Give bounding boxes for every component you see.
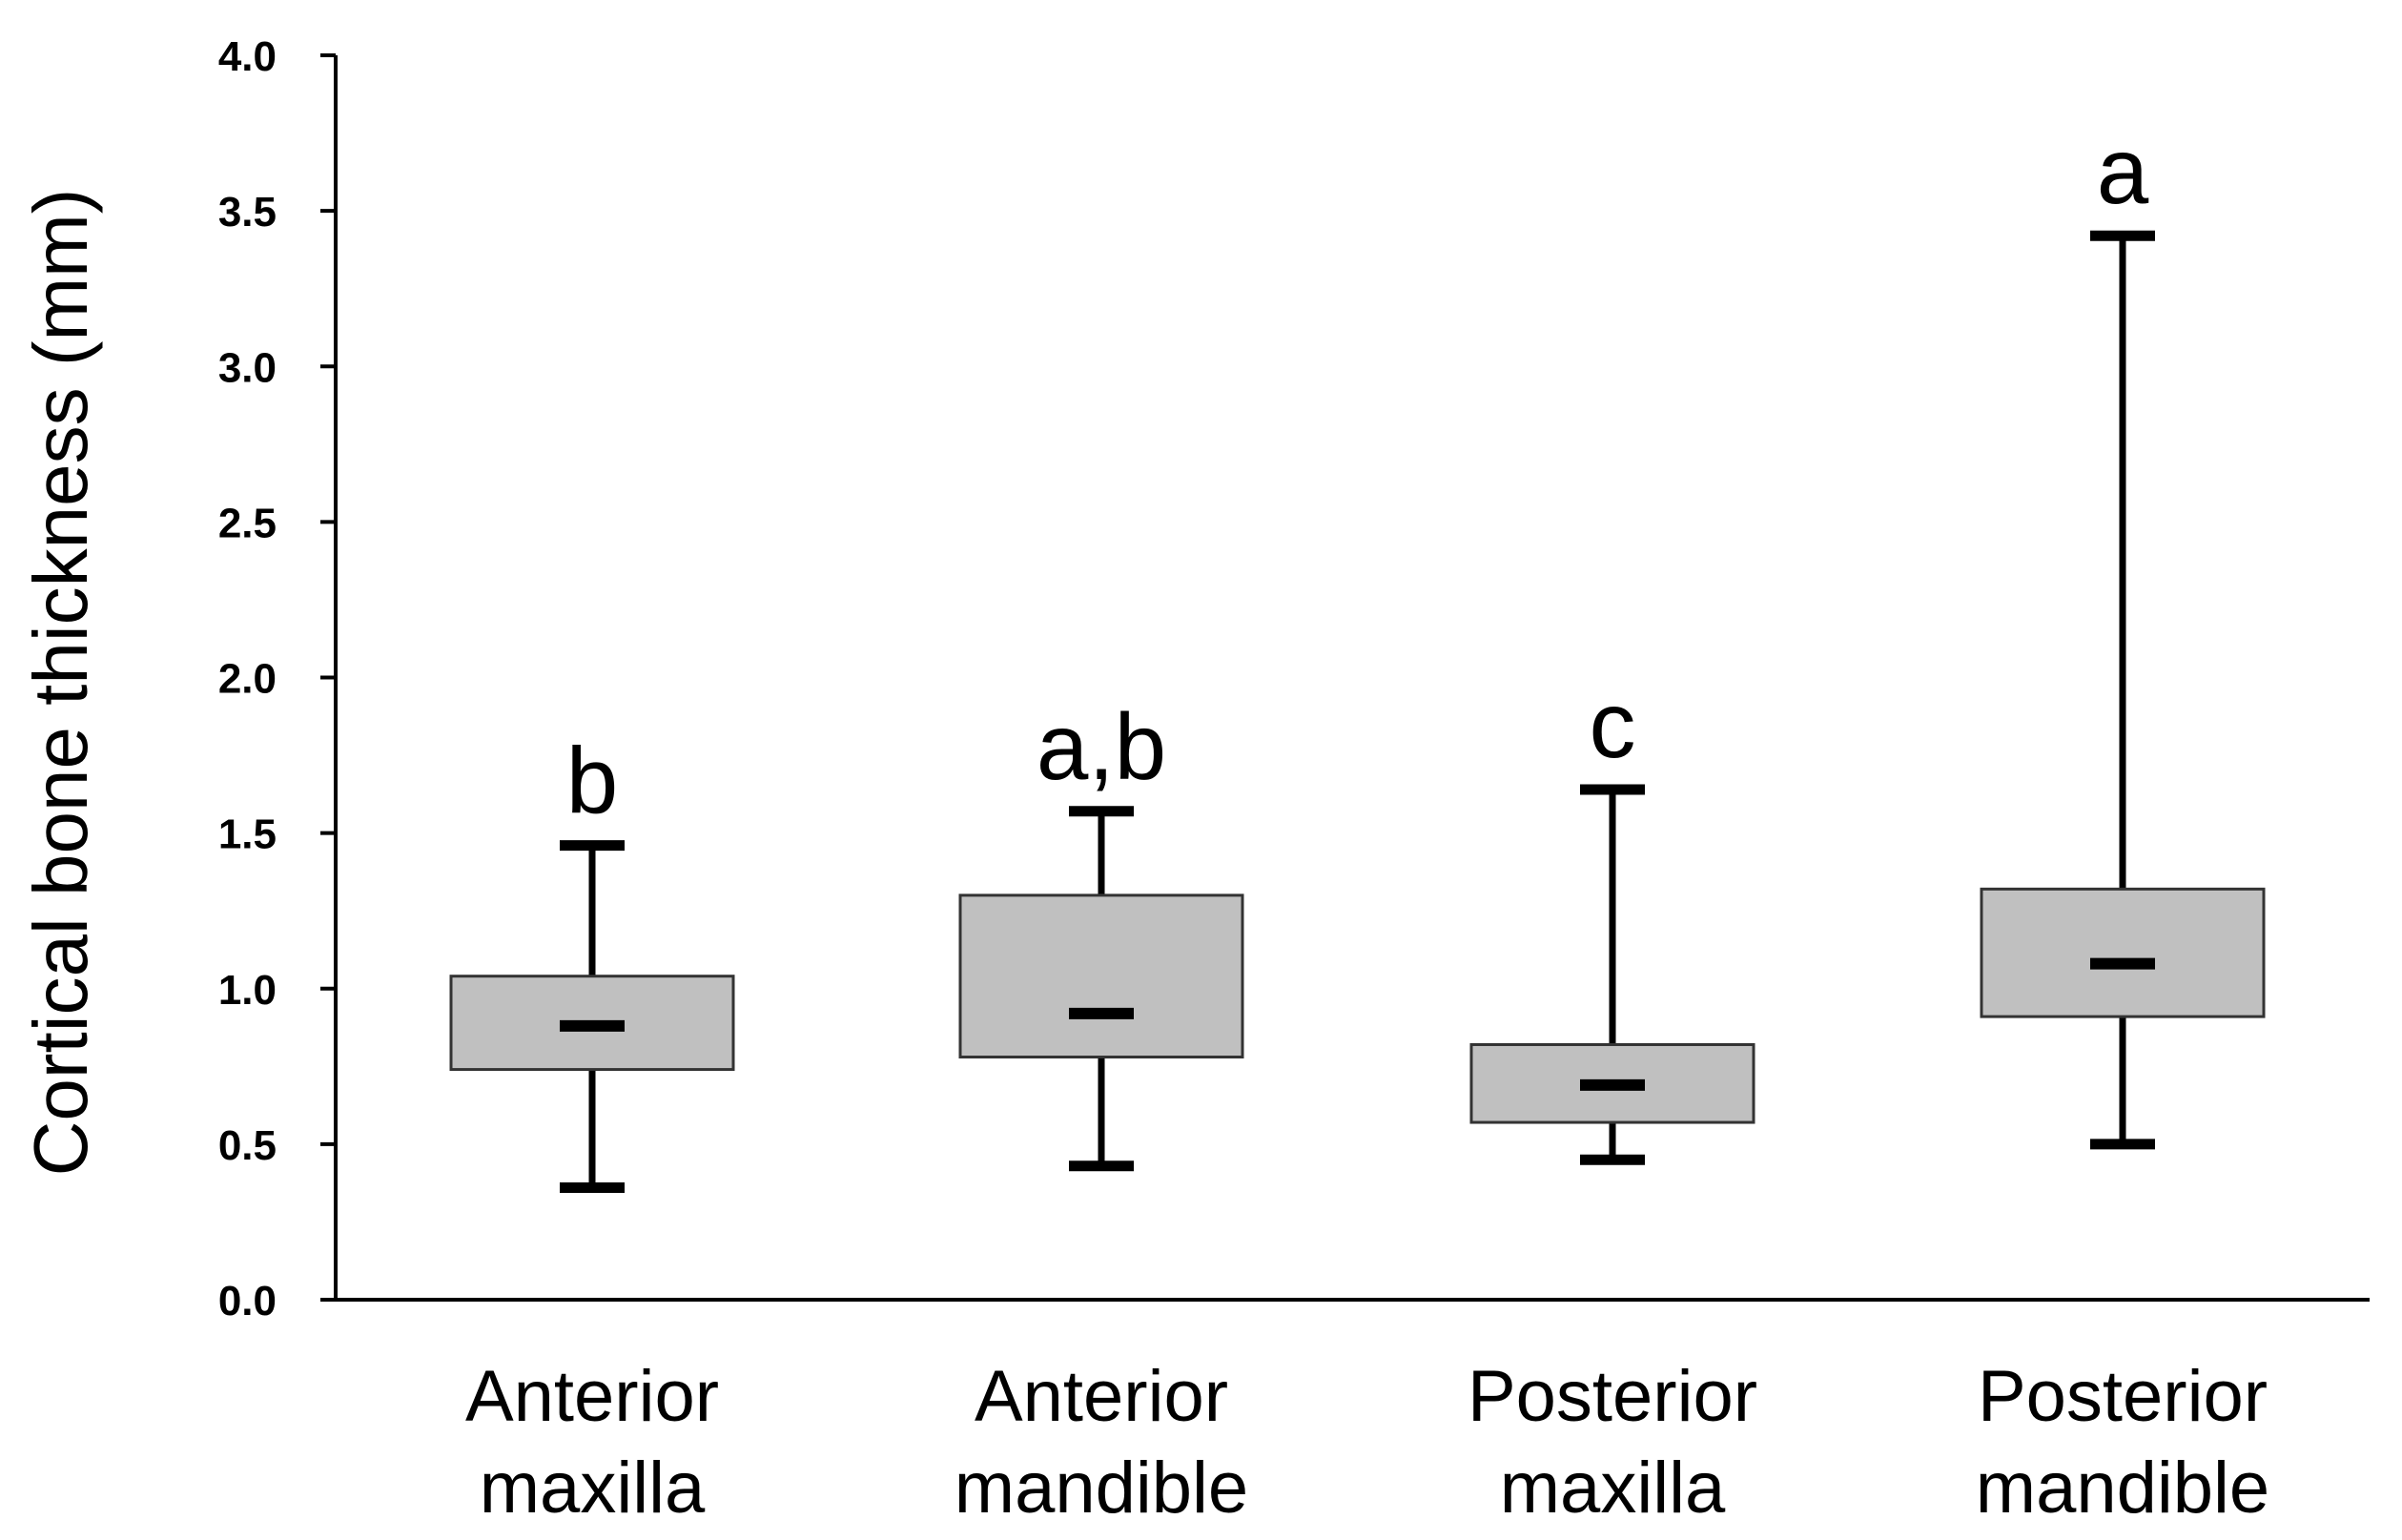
box-plot-item: a — [1980, 118, 2266, 1150]
x-category-labels: Anterior maxilla Anterior mandible Posterior… — [465, 1356, 2269, 1529]
iqr-box — [1980, 887, 2266, 1018]
y-tick-label: 2.5 — [218, 500, 277, 546]
box-plot-item: a,b — [958, 694, 1244, 1172]
x-category-label-line2: maxilla — [1500, 1448, 1726, 1529]
x-category-label-line1: Posterior — [1978, 1356, 2268, 1437]
y-axis-label: Cortical bone thickness (mm) — [18, 189, 103, 1177]
y-tick-label: 0.5 — [218, 1122, 277, 1169]
x-category-label-line1: Posterior — [1468, 1356, 1757, 1437]
y-tick-label: 1.0 — [218, 967, 277, 1014]
boxes-group: b a,b c a — [449, 118, 2266, 1194]
significance-label: c — [1590, 672, 1636, 777]
x-category-label-line1: Anterior — [975, 1356, 1228, 1437]
box-plot-item: b — [449, 729, 735, 1194]
x-category-label-line2: maxilla — [480, 1448, 706, 1529]
significance-label: a,b — [1037, 694, 1166, 799]
y-tick-label: 3.5 — [218, 189, 277, 236]
iqr-box — [958, 893, 1244, 1059]
box-plot-item: c — [1469, 672, 1755, 1165]
y-ticks: 0.0 0.5 1.0 1.5 2.0 2.5 3.0 3.5 4.0 — [218, 33, 336, 1324]
x-category-label-line1: Anterior — [465, 1356, 719, 1437]
axes: 0.0 0.5 1.0 1.5 2.0 2.5 3.0 3.5 4.0 — [218, 33, 2370, 1324]
y-tick-label: 0.0 — [218, 1278, 277, 1324]
x-category-label-line2: mandible — [955, 1448, 1248, 1529]
significance-label: b — [566, 729, 619, 833]
significance-label: a — [2097, 118, 2149, 223]
x-category-label-line2: mandible — [1976, 1448, 2269, 1529]
y-tick-label: 4.0 — [218, 33, 277, 80]
y-tick-label: 1.5 — [218, 811, 277, 858]
y-tick-label: 2.0 — [218, 656, 277, 703]
y-tick-label: 3.0 — [218, 344, 277, 391]
